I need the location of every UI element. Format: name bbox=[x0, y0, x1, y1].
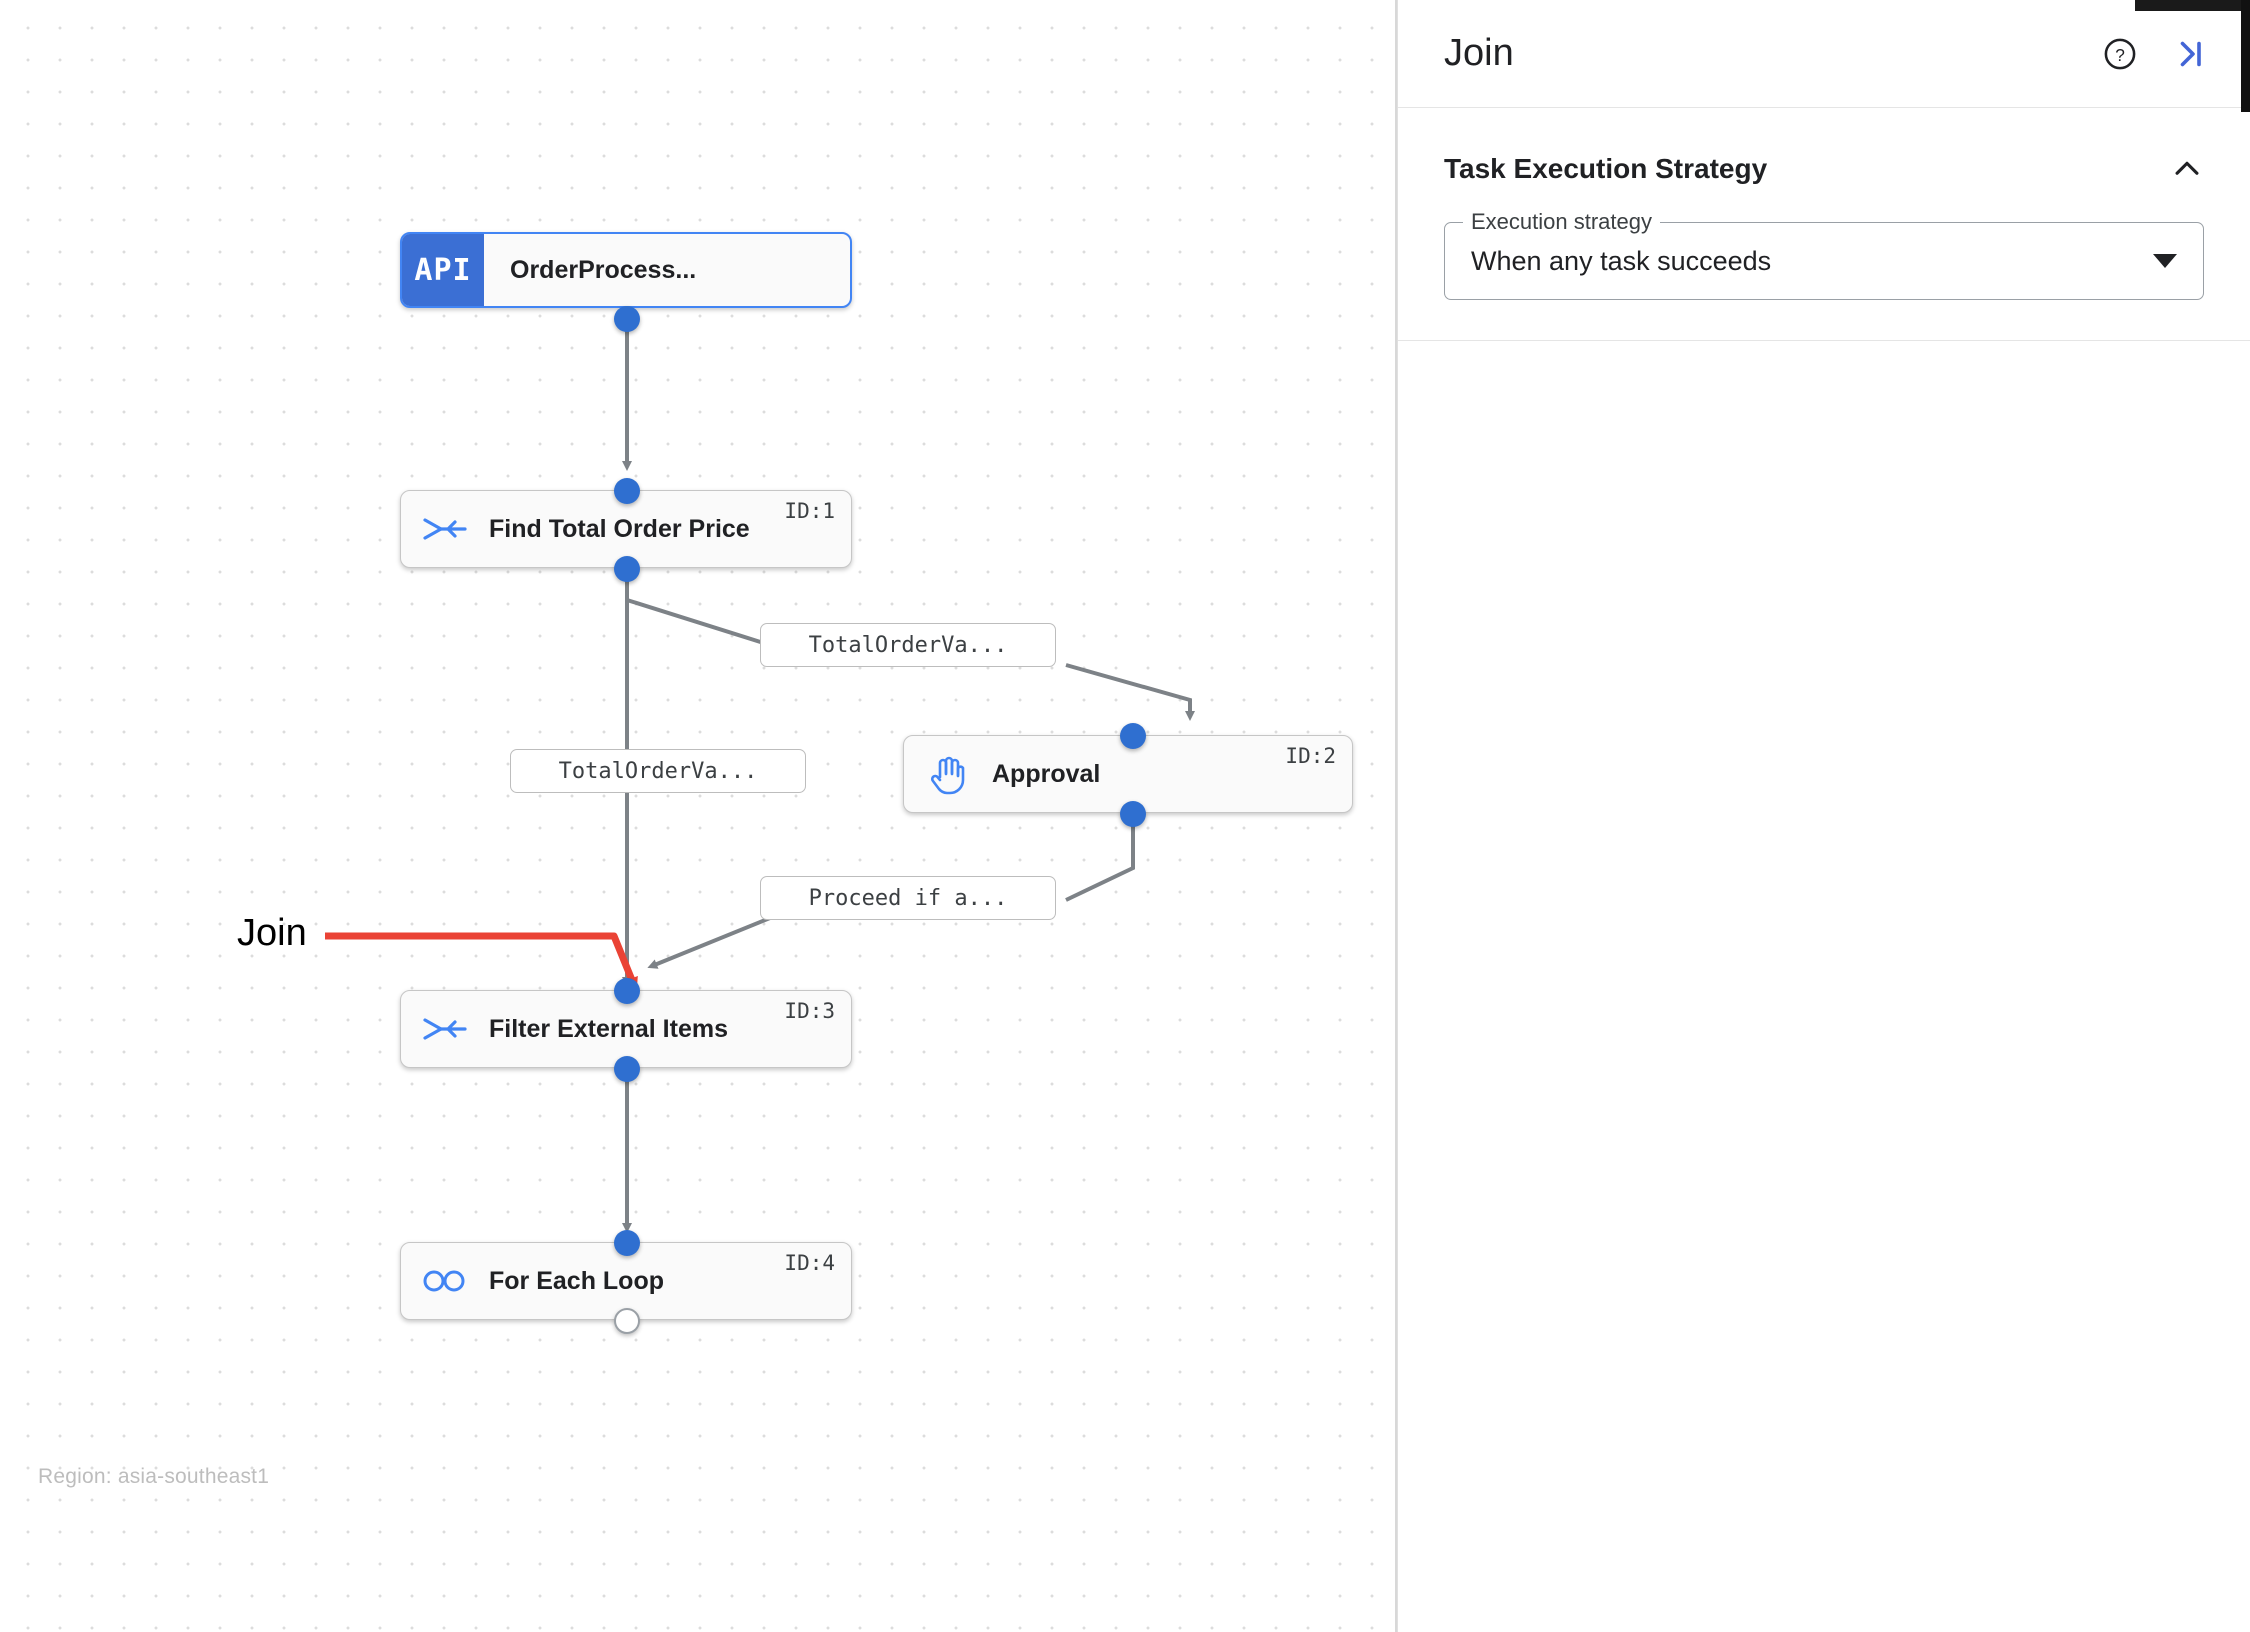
execution-strategy-value: When any task succeeds bbox=[1471, 245, 1772, 276]
connector-out-filter[interactable] bbox=[614, 1056, 640, 1082]
connector-in-for-each-loop[interactable] bbox=[614, 1230, 640, 1256]
api-badge-icon: API bbox=[402, 234, 484, 306]
connector-in-find-total[interactable] bbox=[614, 478, 640, 504]
node-id-label: ID:3 bbox=[784, 999, 835, 1023]
panel-header: Join ? bbox=[1398, 0, 2250, 108]
node-label: Approval bbox=[992, 759, 1101, 788]
edge-label-total-order-value-1[interactable]: TotalOrderVa... bbox=[760, 623, 1056, 667]
node-label: OrderProcess... bbox=[510, 255, 697, 284]
svg-text:?: ? bbox=[2115, 44, 2125, 64]
annotation-label: Join bbox=[237, 912, 307, 954]
panel-title: Join bbox=[1444, 32, 1514, 74]
connector-out-approval[interactable] bbox=[1120, 801, 1146, 827]
hand-icon bbox=[904, 753, 992, 795]
window-chrome-edge bbox=[2241, 0, 2250, 112]
edge-label-text: TotalOrderVa... bbox=[808, 632, 1008, 658]
edge-label-proceed-if-approved[interactable]: Proceed if a... bbox=[760, 876, 1056, 920]
help-circle-icon[interactable]: ? bbox=[2102, 36, 2138, 72]
node-id-label: ID:4 bbox=[784, 1251, 835, 1275]
connector-out-order-process[interactable] bbox=[614, 306, 640, 332]
annotation-arrow bbox=[325, 932, 638, 992]
section-title: Task Execution Strategy bbox=[1444, 153, 1768, 184]
edge-label-text: TotalOrderVa... bbox=[558, 758, 758, 784]
chevron-down-icon[interactable] bbox=[2153, 254, 2177, 268]
region-label: Region: asia-southeast1 bbox=[38, 1465, 270, 1488]
connector-out-for-each-loop[interactable] bbox=[614, 1308, 640, 1334]
node-id-label: ID:1 bbox=[784, 499, 835, 523]
node-label: For Each Loop bbox=[489, 1266, 664, 1295]
edges-layer bbox=[325, 232, 1195, 1233]
properties-panel: Join ? Task Execution Strateg bbox=[1397, 0, 2250, 1632]
edge-label-total-order-value-2[interactable]: TotalOrderVa... bbox=[510, 749, 806, 793]
merge-arrows-icon bbox=[401, 514, 489, 544]
connector-in-approval[interactable] bbox=[1120, 723, 1146, 749]
task-execution-strategy-section: Task Execution Strategy Execution strate… bbox=[1398, 108, 2250, 341]
canvas-right-border bbox=[1395, 0, 1397, 1632]
workflow-canvas[interactable]: API OrderProcess... Find Total Order Pri… bbox=[0, 0, 1397, 1632]
connector-in-filter[interactable] bbox=[614, 978, 640, 1004]
node-label: Find Total Order Price bbox=[489, 514, 750, 543]
execution-strategy-field[interactable]: Execution strategy When any task succeed… bbox=[1444, 209, 2204, 300]
node-id-label: ID:2 bbox=[1285, 744, 1336, 768]
node-label: Filter External Items bbox=[489, 1014, 728, 1043]
collapse-right-icon[interactable] bbox=[2172, 36, 2208, 72]
edge-label-text: Proceed if a... bbox=[808, 885, 1008, 911]
connector-out-find-total[interactable] bbox=[614, 556, 640, 582]
execution-strategy-select[interactable]: Execution strategy When any task succeed… bbox=[1444, 209, 2204, 300]
infinity-icon bbox=[401, 1268, 489, 1294]
window-chrome-strip bbox=[2135, 0, 2250, 11]
section-header[interactable]: Task Execution Strategy bbox=[1444, 152, 2204, 186]
node-order-process[interactable]: API OrderProcess... bbox=[400, 232, 852, 308]
chevron-up-icon[interactable] bbox=[2170, 152, 2204, 186]
merge-arrows-icon bbox=[401, 1014, 489, 1044]
execution-strategy-label: Execution strategy bbox=[1463, 209, 1660, 235]
